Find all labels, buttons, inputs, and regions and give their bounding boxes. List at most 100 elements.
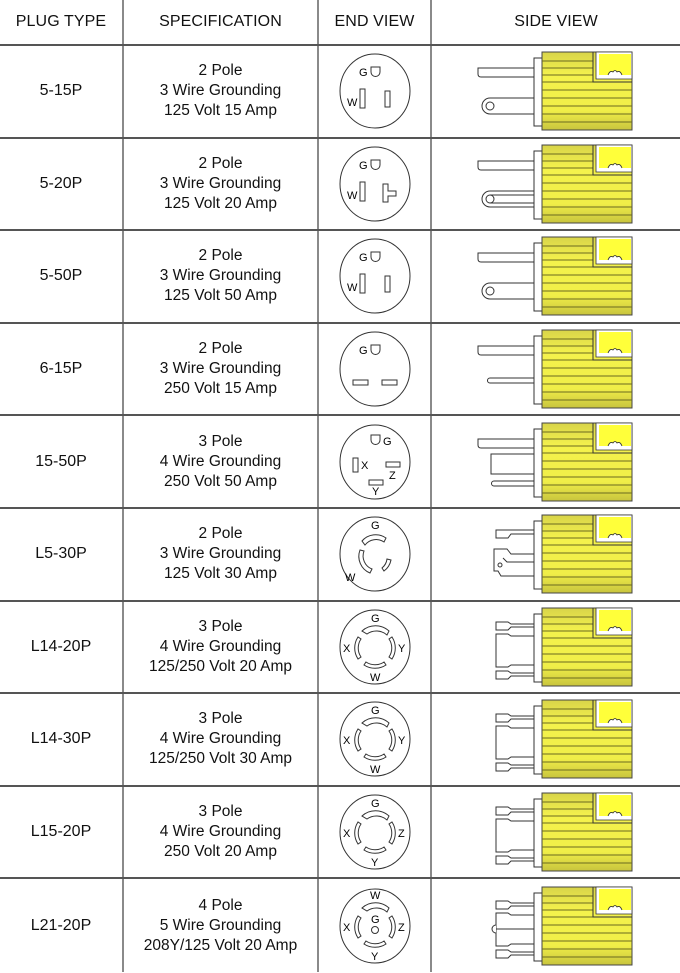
locking-three-blade-side-icon	[432, 694, 680, 785]
plug-type: 5-15P	[0, 46, 124, 137]
table-row: 5-15P 2 Pole 3 Wire Grounding 125 Volt 15 …	[0, 46, 680, 139]
poles: 2 Pole	[198, 340, 243, 358]
rating: 125 Volt 30 Amp	[164, 565, 277, 583]
poles: 3 Pole	[198, 617, 243, 635]
rating: 125/250 Volt 20 Amp	[148, 657, 293, 675]
poles: 2 Pole	[198, 62, 243, 80]
table-header: PLUG TYPE SPECIFICATION END VIEW SIDE VI…	[0, 0, 680, 46]
wires: 3 Wire Grounding	[159, 267, 282, 285]
wires: 4 Wire Grounding	[159, 452, 282, 470]
plug-type: 5-50P	[0, 231, 124, 322]
plug-type: 15-50P	[0, 416, 124, 507]
rating: 125 Volt 15 Amp	[164, 102, 277, 120]
svg-text:G: G	[383, 436, 392, 448]
header-plug-type: PLUG TYPE	[0, 0, 124, 44]
wires: 3 Wire Grounding	[159, 174, 282, 192]
svg-text:W: W	[370, 764, 381, 776]
poles: 2 Pole	[198, 154, 243, 172]
svg-text:X: X	[343, 828, 351, 840]
rating: 125 Volt 50 Amp	[164, 287, 277, 305]
wires: 3 Wire Grounding	[159, 545, 282, 563]
header-side-view: SIDE VIEW	[514, 13, 598, 30]
svg-text:W: W	[347, 97, 358, 109]
plug-type: L14-30P	[0, 694, 124, 785]
svg-text:Z: Z	[398, 828, 405, 840]
nema-15-50-end-icon: G X Z Y	[319, 416, 432, 507]
poles: 3 Pole	[198, 710, 243, 728]
nema-blade-round-ground-side-icon	[432, 46, 680, 137]
specification: 3 Pole 4 Wire Grounding 125/250 Volt 20 Am…	[124, 601, 319, 693]
wires: 3 Wire Grounding	[159, 360, 282, 378]
locking-two-blade-side-icon	[432, 509, 680, 600]
nema-5-20-end-icon: G W	[319, 138, 432, 230]
svg-text:G: G	[371, 520, 380, 532]
nema-5-50-end-icon: G W	[319, 231, 432, 322]
poles: 4 Pole	[198, 896, 243, 914]
nema-blade-round-ground-side-icon	[432, 231, 680, 322]
locking-l14-20-end-icon: G X Y W	[319, 601, 432, 693]
svg-text:Y: Y	[372, 486, 380, 498]
poles: 3 Pole	[198, 803, 243, 821]
nema-blade-round-ground-side-icon	[432, 139, 680, 230]
poles: 3 Pole	[198, 432, 243, 450]
specification: 2 Pole 3 Wire Grounding 125 Volt 30 Amp	[124, 508, 319, 600]
header-end-view: END VIEW	[319, 0, 432, 44]
svg-text:X: X	[343, 735, 351, 747]
rating: 250 Volt 15 Amp	[164, 380, 277, 398]
specification: 4 Pole 5 Wire Grounding 208Y/125 Volt 20 A…	[124, 879, 319, 972]
svg-text:Z: Z	[398, 922, 405, 934]
svg-text:G: G	[371, 798, 380, 810]
svg-text:W: W	[345, 572, 356, 584]
svg-text:W: W	[370, 890, 381, 902]
wires: 5 Wire Grounding	[159, 916, 282, 934]
table-row: L14-20P 3 Pole 4 Wire Grounding 125/250 Vo…	[0, 601, 680, 695]
svg-text:Y: Y	[398, 643, 406, 655]
svg-text:G: G	[371, 705, 380, 717]
svg-text:Y: Y	[398, 735, 406, 747]
svg-text:W: W	[347, 190, 358, 202]
plug-type: L15-20P	[0, 786, 124, 878]
rating: 250 Volt 20 Amp	[164, 843, 277, 861]
svg-text:G: G	[359, 160, 368, 172]
svg-text:G: G	[359, 345, 368, 357]
locking-three-blade-side-icon	[432, 787, 680, 878]
wires: 4 Wire Grounding	[159, 730, 282, 748]
poles: 2 Pole	[198, 247, 243, 265]
nema-6-15-end-icon: G	[319, 323, 432, 415]
rating: 208Y/125 Volt 20 Amp	[143, 936, 298, 954]
svg-text:G: G	[371, 914, 380, 926]
locking-l14-30-end-icon: G X Y W	[319, 694, 432, 785]
nema-5-15-end-icon: G W	[319, 46, 432, 137]
locking-l21-20-end-icon: W G X Z Y	[319, 879, 432, 972]
svg-text:Y: Y	[371, 951, 379, 963]
locking-l15-20-end-icon: G X Z Y	[319, 786, 432, 878]
header-specification: SPECIFICATION	[124, 0, 319, 44]
locking-l5-30-end-icon: G W	[319, 508, 432, 600]
svg-text:X: X	[343, 643, 351, 655]
plug-type: L14-20P	[0, 601, 124, 693]
table-row: 6-15P 2 Pole 3 Wire Grounding 250 Volt 15 …	[0, 323, 680, 417]
wires: 4 Wire Grounding	[159, 637, 282, 655]
svg-text:Y: Y	[371, 857, 379, 869]
svg-text:G: G	[359, 252, 368, 264]
table-row: 5-50P 2 Pole 3 Wire Grounding 125 Volt 50 …	[0, 231, 680, 324]
plug-type: 6-15P	[0, 323, 124, 415]
svg-text:G: G	[371, 613, 380, 625]
locking-four-blade-side-icon	[432, 879, 680, 972]
specification: 2 Pole 3 Wire Grounding 125 Volt 15 Amp	[124, 46, 319, 137]
rating: 250 Volt 50 Amp	[164, 472, 277, 490]
nema-blade-four-side-icon	[432, 416, 680, 507]
table-row: 15-50P 3 Pole 4 Wire Grounding 250 Volt 50…	[0, 416, 680, 509]
locking-three-blade-side-icon	[432, 602, 680, 693]
wires: 3 Wire Grounding	[159, 82, 282, 100]
poles: 2 Pole	[198, 525, 243, 543]
nema-blade-flat-side-icon	[432, 324, 680, 415]
